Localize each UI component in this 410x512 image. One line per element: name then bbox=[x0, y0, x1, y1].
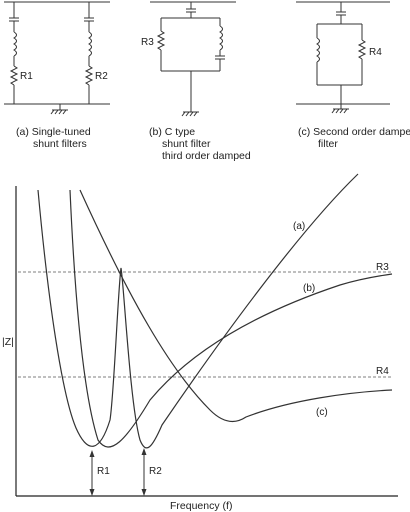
caption-c-line2: filter bbox=[318, 138, 338, 150]
caption-b-line3: third order damped bbox=[162, 150, 251, 162]
curve-c bbox=[79, 189, 393, 423]
circuit-c-second-order: R4 (c) Second order damped filter bbox=[296, 1, 410, 150]
curve-b bbox=[69, 189, 393, 448]
resistor-label-r1: R1 bbox=[20, 71, 33, 82]
marker-label-r2: R2 bbox=[149, 466, 162, 477]
caption-a-line1: (a) Single-tuned bbox=[16, 126, 91, 138]
resistor-label-r4: R4 bbox=[369, 47, 382, 58]
r1-marker-arrow bbox=[89, 450, 95, 496]
curve-label-a: (a) bbox=[293, 221, 305, 232]
x-axis-label: Frequency (f) bbox=[170, 500, 232, 512]
reference-label-r4: R4 bbox=[376, 366, 389, 377]
impedance-graph: (a) (b) (c) R3 R4 R1 R2 |Z| Frequency (f… bbox=[2, 173, 398, 512]
resistor-label-r2: R2 bbox=[95, 71, 108, 82]
curve-label-b: (b) bbox=[303, 283, 315, 294]
curve-a bbox=[37, 173, 359, 449]
caption-c-line1: (c) Second order damped bbox=[298, 126, 410, 138]
ground-icon bbox=[331, 104, 349, 114]
r2-marker-arrow bbox=[141, 448, 147, 496]
caption-b-line2: shunt filter bbox=[162, 138, 211, 150]
curve-label-c: (c) bbox=[316, 407, 328, 418]
ground-icon bbox=[181, 111, 199, 117]
marker-label-r1: R1 bbox=[97, 466, 110, 477]
y-axis-label: |Z| bbox=[2, 336, 14, 348]
circuit-b-c-type: R3 (b) C type shunt filter third order d… bbox=[141, 1, 251, 162]
reference-label-r3: R3 bbox=[376, 262, 389, 273]
resistor-label-r3: R3 bbox=[141, 37, 154, 48]
circuit-a-single-tuned: R1 R2 (a) Single-tuned shunt filters bbox=[4, 1, 110, 150]
caption-b-line1: (b) C type bbox=[149, 126, 195, 138]
caption-a-line2: shunt filters bbox=[33, 138, 87, 150]
ground-icon bbox=[50, 104, 68, 115]
